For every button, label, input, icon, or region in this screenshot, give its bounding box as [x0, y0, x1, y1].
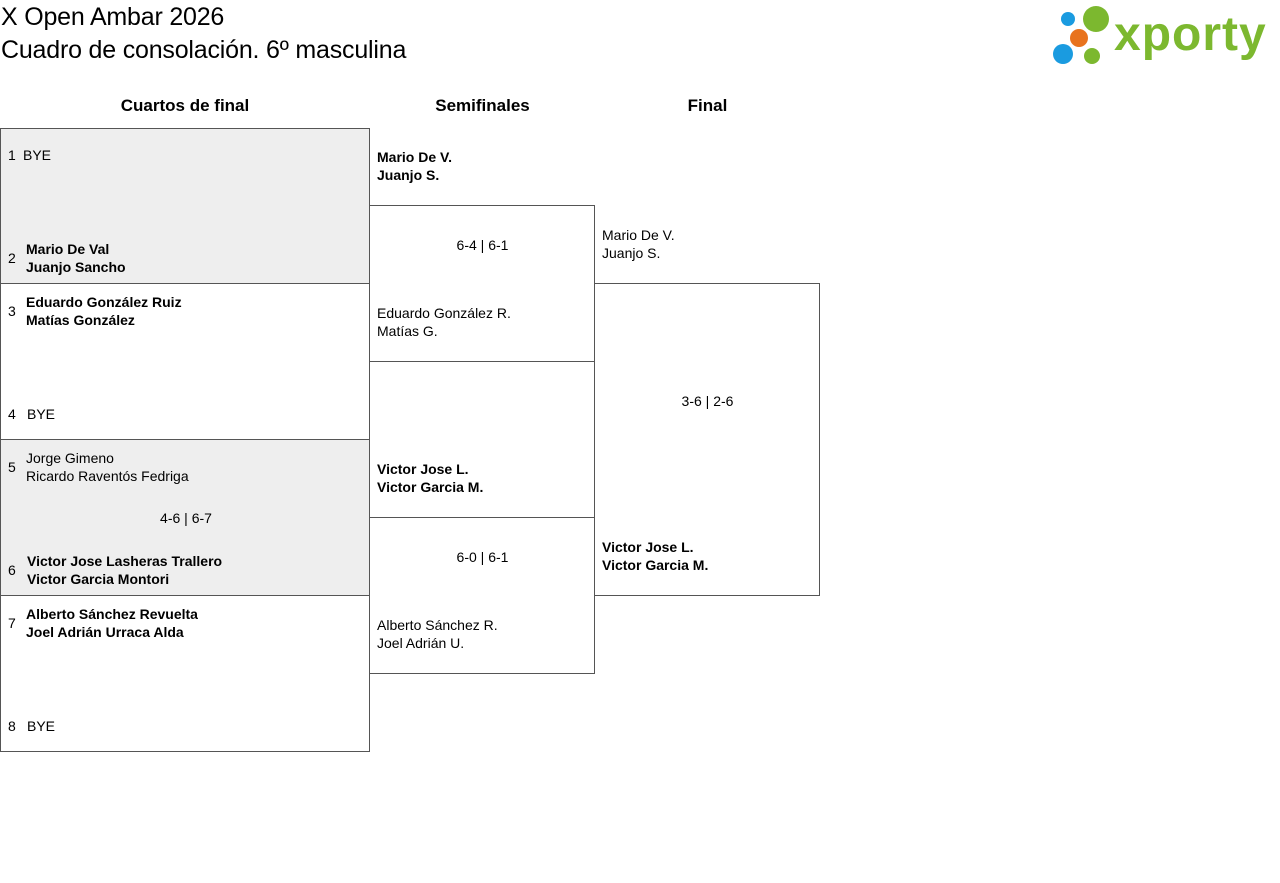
- player-name: Victor Jose L.: [602, 539, 694, 555]
- player-name: Mario De V.: [377, 149, 452, 165]
- player-name: Alberto Sánchez R.: [377, 617, 498, 633]
- seed-number: 3: [8, 303, 16, 319]
- player-bye: BYE: [27, 718, 56, 734]
- player-bye: BYE: [27, 406, 56, 422]
- match-score: 6-0 | 6-1: [456, 549, 509, 565]
- logo-text: xporty: [1114, 8, 1267, 61]
- player-name: Jorge Gimeno: [26, 450, 114, 466]
- xporty-logo[interactable]: xporty: [1050, 4, 1276, 68]
- player-name: Eduardo González R.: [377, 305, 511, 321]
- seed-number: 8: [8, 718, 16, 734]
- qf-match-2: 3 Eduardo González Ruiz Matías González …: [0, 283, 370, 440]
- player-name: Victor Jose Lasheras Trallero: [27, 553, 223, 569]
- match-score: 6-4 | 6-1: [456, 237, 509, 253]
- seed-number: 2: [8, 250, 16, 266]
- qf-match-1: 1 BYE 2 Mario De Val Juanjo Sancho: [0, 128, 370, 284]
- player-name: Alberto Sánchez Revuelta: [26, 606, 198, 622]
- logo-dots-icon: [1053, 6, 1109, 64]
- player-name: Joel Adrián U.: [377, 635, 465, 651]
- player-name: Juanjo Sancho: [26, 259, 126, 275]
- round-header-semifinals: Semifinales: [435, 96, 530, 115]
- sf-match-2: 6-0 | 6-1 Alberto Sánchez R. Joel Adrián…: [369, 517, 595, 674]
- tournament-title: X Open Ambar 2026: [1, 3, 225, 31]
- round-header-quarterfinals: Cuartos de final: [120, 96, 250, 115]
- seed-number: 1: [8, 147, 16, 163]
- player-name: Mario De Val: [26, 241, 110, 257]
- player-name: Victor Garcia Montori: [27, 571, 170, 587]
- qf-match-4: 7 Alberto Sánchez Revuelta Joel Adrián U…: [0, 595, 370, 752]
- round-header-final: Final: [687, 96, 728, 115]
- player-name: Eduardo González Ruiz: [26, 294, 182, 310]
- draw-subtitle: Cuadro de consolación. 6º masculina: [1, 36, 407, 64]
- final-match: 3-6 | 2-6 Victor Jose L. Victor Garcia M…: [594, 283, 820, 596]
- player-name: Mario De V.: [602, 227, 675, 243]
- player-name: Joel Adrián Urraca Alda: [26, 624, 184, 640]
- sf-match-1: 6-4 | 6-1 Eduardo González R. Matías G.: [369, 205, 595, 362]
- player-name: Victor Garcia M.: [602, 557, 709, 573]
- qf-match-3: 5 Jorge Gimeno Ricardo Raventós Fedriga …: [0, 439, 370, 596]
- seed-number: 7: [8, 615, 16, 631]
- player-bye: BYE: [23, 147, 52, 163]
- player-name: Juanjo S.: [602, 245, 661, 261]
- player-name: Victor Jose L.: [377, 461, 469, 477]
- seed-number: 4: [8, 406, 16, 422]
- player-name: Matías González: [26, 312, 135, 328]
- player-name: Victor Garcia M.: [377, 479, 484, 495]
- seed-number: 6: [8, 562, 16, 578]
- match-score: 3-6 | 2-6: [681, 393, 734, 409]
- seed-number: 5: [8, 459, 16, 475]
- player-name: Ricardo Raventós Fedriga: [26, 468, 189, 484]
- player-name: Matías G.: [377, 323, 438, 339]
- match-score: 4-6 | 6-7: [160, 510, 212, 526]
- player-name: Juanjo S.: [377, 167, 440, 183]
